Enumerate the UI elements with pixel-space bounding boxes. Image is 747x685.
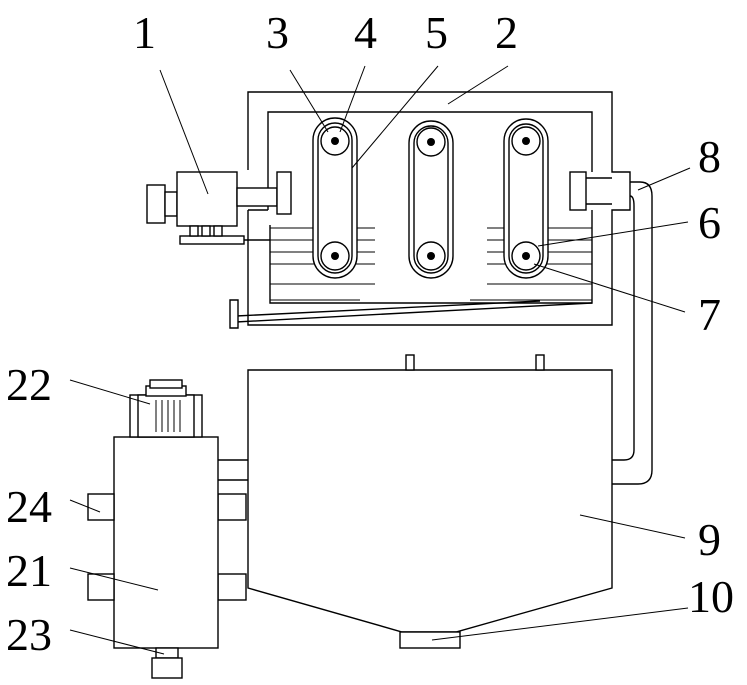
side-pipes	[218, 460, 248, 600]
label-1: 1	[133, 7, 156, 58]
belt-middle	[409, 121, 453, 278]
belt-left	[313, 118, 357, 278]
tank	[248, 355, 612, 648]
label-4: 4	[354, 7, 377, 58]
pump-box	[88, 380, 218, 678]
label-8: 8	[698, 131, 721, 182]
label-7: 7	[698, 289, 721, 340]
label-3: 3	[266, 7, 289, 58]
label-21: 21	[6, 545, 52, 596]
label-10: 10	[688, 571, 734, 622]
sloped-tray	[230, 300, 592, 328]
belt-right	[504, 119, 548, 278]
label-2: 2	[495, 7, 518, 58]
label-24: 24	[6, 481, 52, 532]
label-5: 5	[425, 7, 448, 58]
label-6: 6	[698, 197, 721, 248]
connecting-pipe	[612, 182, 652, 484]
label-9: 9	[698, 514, 721, 565]
label-23: 23	[6, 609, 52, 660]
label-22: 22	[6, 359, 52, 410]
